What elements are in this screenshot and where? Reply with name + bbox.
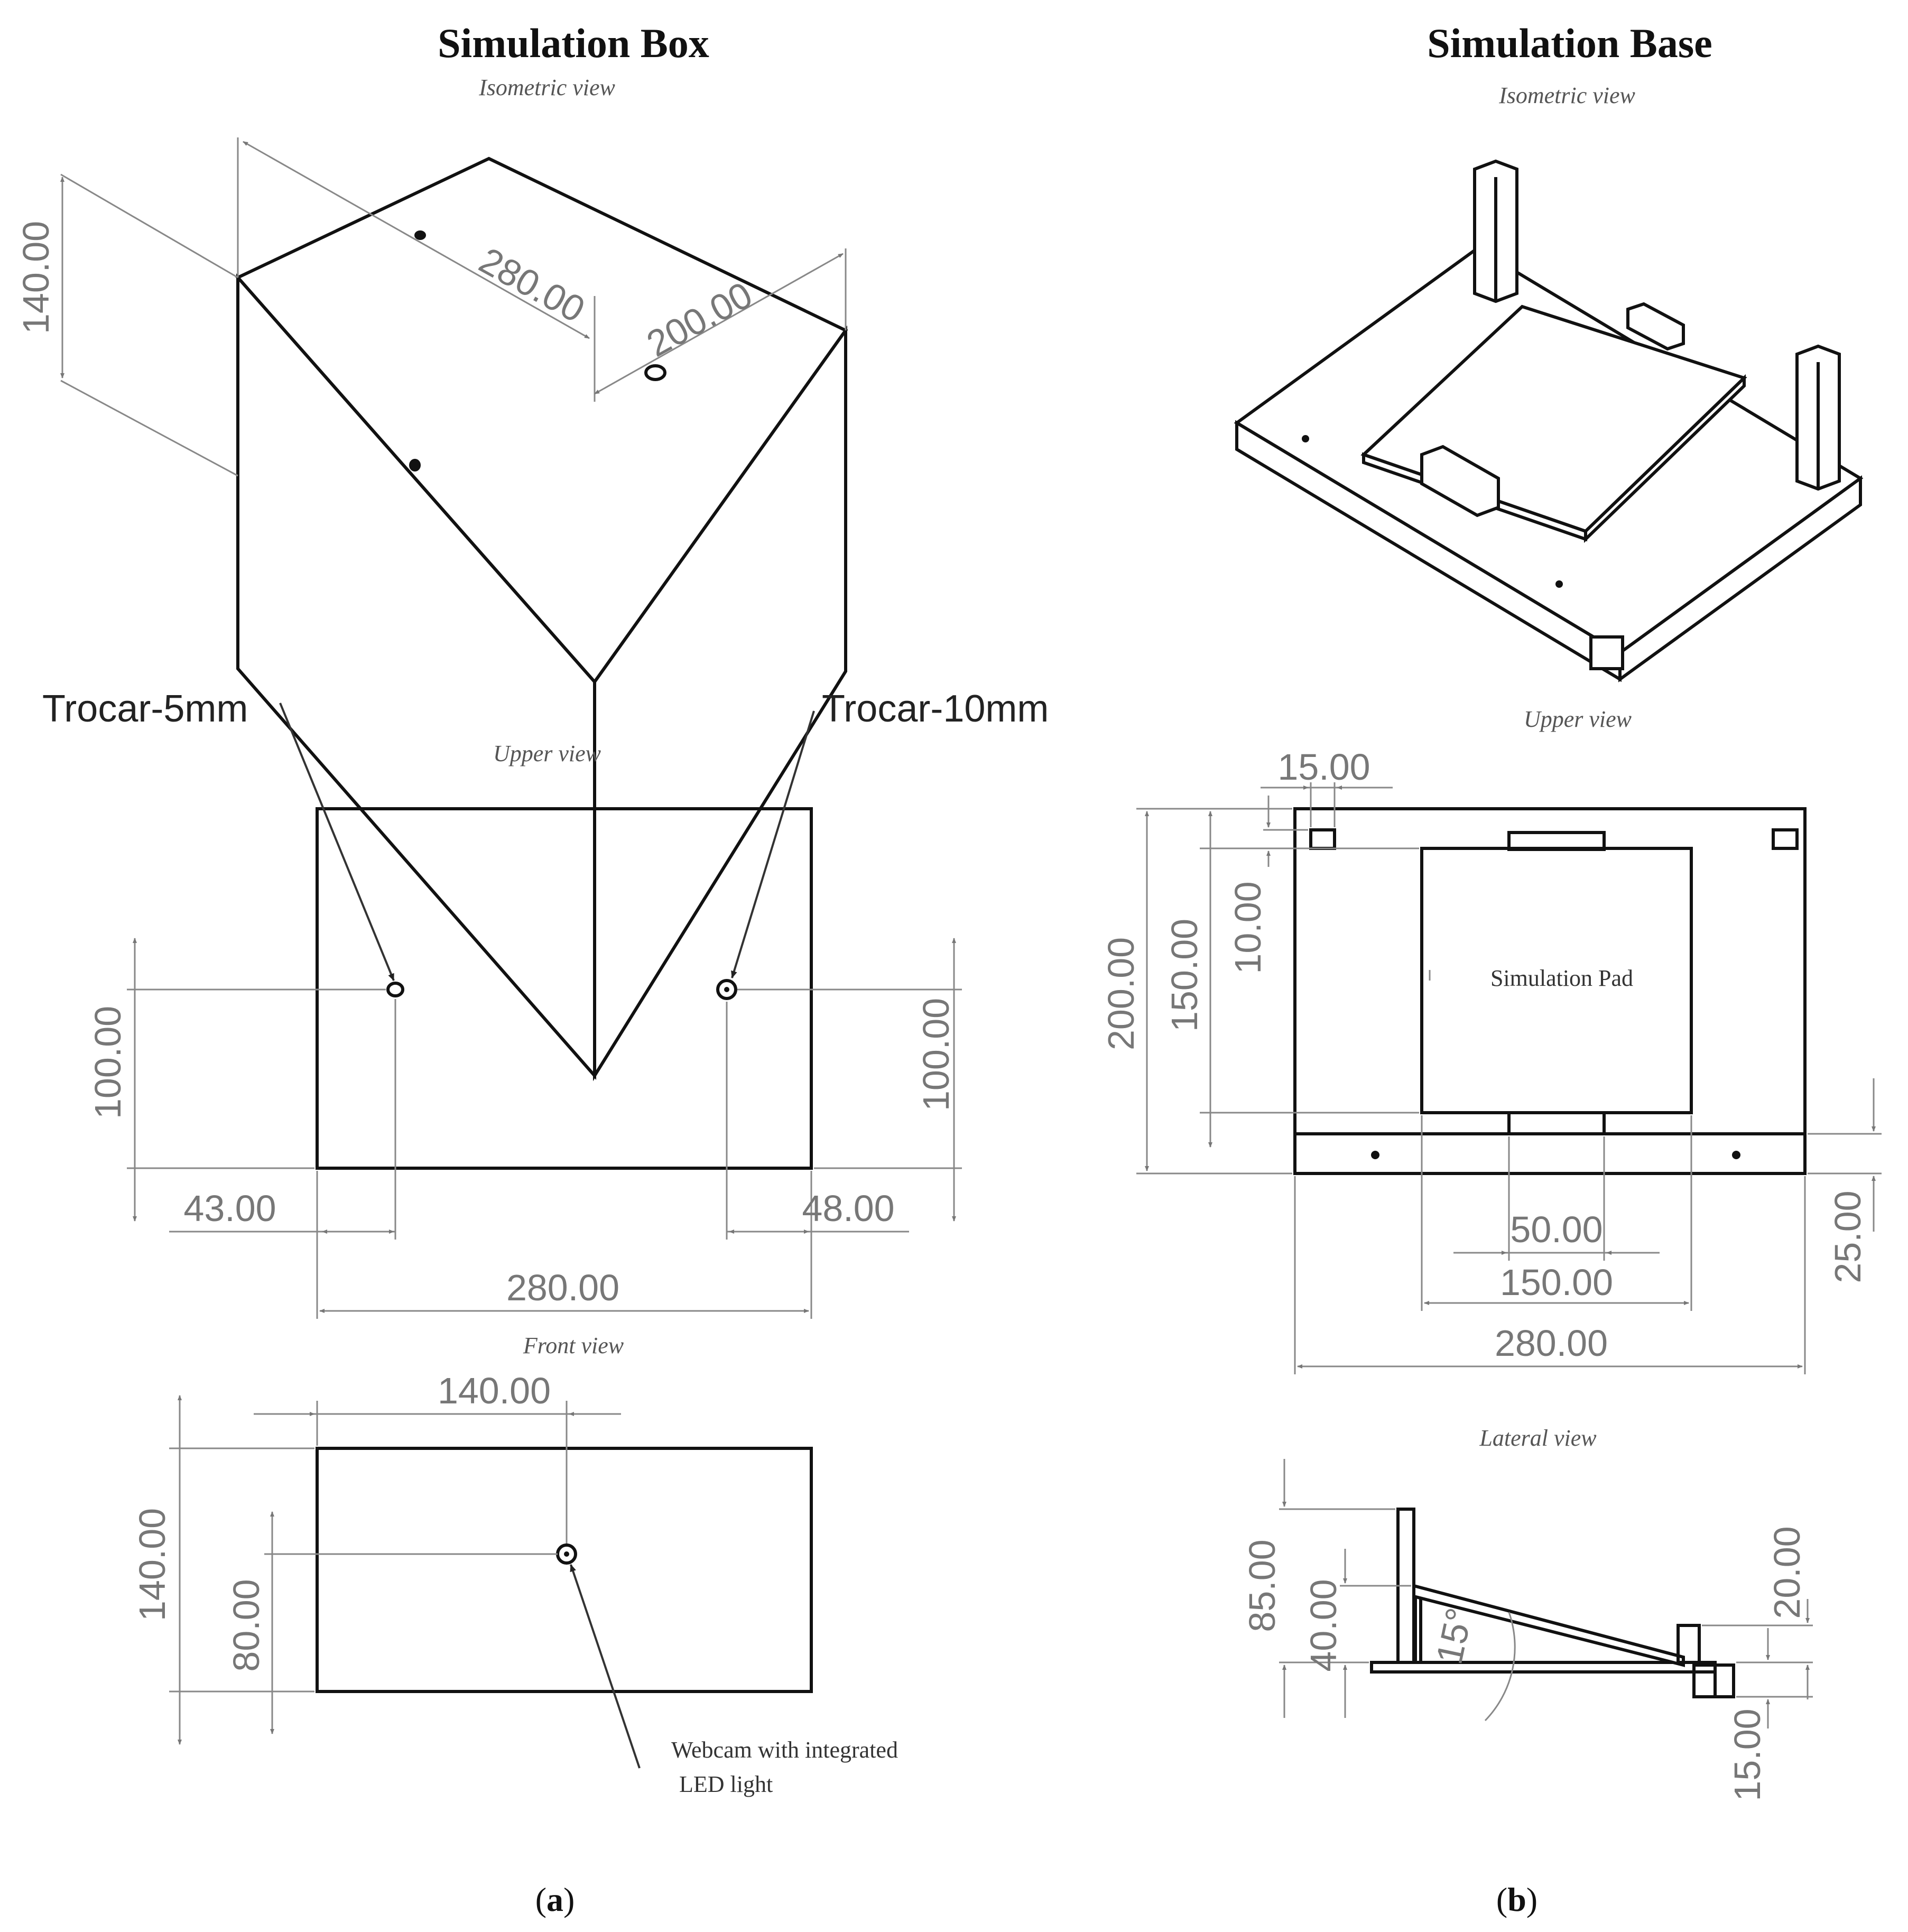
dim-upper-right-y: 100.00	[915, 998, 957, 1111]
dim-pad-height: 150.00	[1164, 919, 1205, 1032]
panel-b: Simulation Base Isometric view Upper vie…	[1100, 20, 1882, 1918]
box-upper-view	[127, 702, 962, 1319]
upper-hole-5mm	[386, 982, 404, 997]
webcam-note-line2: LED light	[679, 1771, 773, 1797]
dim-gap: 10.00	[1227, 881, 1268, 974]
dim-tab-width: 50.00	[1510, 1209, 1603, 1250]
trocar-10mm-label: Trocar-10mm	[822, 688, 1049, 730]
base-plate-side	[1618, 475, 1862, 682]
panel-a: Simulation Box Isometric view 140.00 280…	[15, 20, 1049, 1918]
simulation-base-title: Simulation Base	[1427, 20, 1712, 66]
caption-b: (b)	[1496, 1881, 1537, 1918]
iso-pad-edge-side	[1584, 374, 1746, 543]
box-front-hole	[409, 459, 421, 472]
lateral-pad	[1412, 1584, 1685, 1667]
box-front-outline	[316, 1447, 813, 1693]
simulation-box-title: Simulation Box	[438, 20, 709, 66]
dim-upper-left-x: 43.00	[183, 1188, 276, 1229]
dim-total-width: 280.00	[1495, 1323, 1608, 1364]
dim-angle: 15°	[1428, 1604, 1480, 1668]
dim-pad-width: 150.00	[1500, 1262, 1613, 1303]
dim-total-height: 200.00	[1100, 937, 1142, 1050]
dim-lateral-right: 20.00	[1766, 1526, 1808, 1619]
upper-hole-10mm	[716, 979, 737, 1000]
simulation-pad-label: Simulation Pad	[1490, 965, 1633, 991]
upper-left-post	[1309, 828, 1336, 850]
dim-post: 15.00	[1277, 746, 1370, 788]
lateral-base-plate	[1370, 1661, 1717, 1674]
box-side-face	[593, 325, 847, 1081]
dim-upper-left-y: 100.00	[87, 1006, 128, 1119]
base-upper-view-label: Upper view	[1524, 706, 1632, 732]
dim-upper-width: 280.00	[506, 1267, 619, 1308]
dim-iso-height: 140.00	[15, 221, 57, 334]
base-isometric-label: Isometric view	[1498, 82, 1635, 108]
base-lateral-view	[1279, 1459, 1813, 1728]
lateral-angle-arc	[1484, 1612, 1516, 1722]
caption-a: (a)	[535, 1881, 575, 1918]
trocar-5mm-label: Trocar-5mm	[42, 688, 248, 730]
dim-front-x: 140.00	[438, 1370, 551, 1411]
dim-front-height: 140.00	[132, 1508, 173, 1621]
dim-front-strip: 25.00	[1827, 1190, 1868, 1283]
base-foot	[1589, 635, 1624, 670]
iso-front-tab	[1420, 445, 1500, 517]
box-upper-outline	[316, 807, 813, 1170]
dim-lateral-pivot: 40.00	[1303, 1579, 1344, 1671]
upper-back-tab	[1507, 831, 1606, 851]
box-front-view-label: Front view	[523, 1333, 624, 1358]
base-upper-outline	[1293, 807, 1807, 1175]
base-lateral-view-label: Lateral view	[1479, 1425, 1597, 1451]
iso-back-tab	[1626, 302, 1685, 351]
base-isometric	[1234, 159, 1864, 682]
box-upper-view-label: Upper view	[493, 741, 601, 766]
lateral-stop	[1677, 1624, 1701, 1664]
upper-front-tab	[1507, 1111, 1606, 1135]
dim-lateral-base: 15.00	[1727, 1708, 1768, 1801]
box-isometric	[60, 137, 848, 1081]
box-isometric-label: Isometric view	[478, 75, 615, 100]
upper-right-post	[1772, 828, 1799, 850]
box-front-view	[169, 1395, 813, 1769]
dim-upper-right-x: 48.00	[802, 1188, 894, 1229]
dim-front-y: 80.00	[226, 1579, 267, 1671]
box-top-hole-5mm	[414, 230, 426, 240]
dim-lateral-height: 85.00	[1242, 1539, 1283, 1632]
lateral-foot	[1692, 1663, 1717, 1698]
base-upper-view	[1136, 782, 1882, 1374]
webcam-note-line1: Webcam with integrated	[671, 1737, 898, 1763]
